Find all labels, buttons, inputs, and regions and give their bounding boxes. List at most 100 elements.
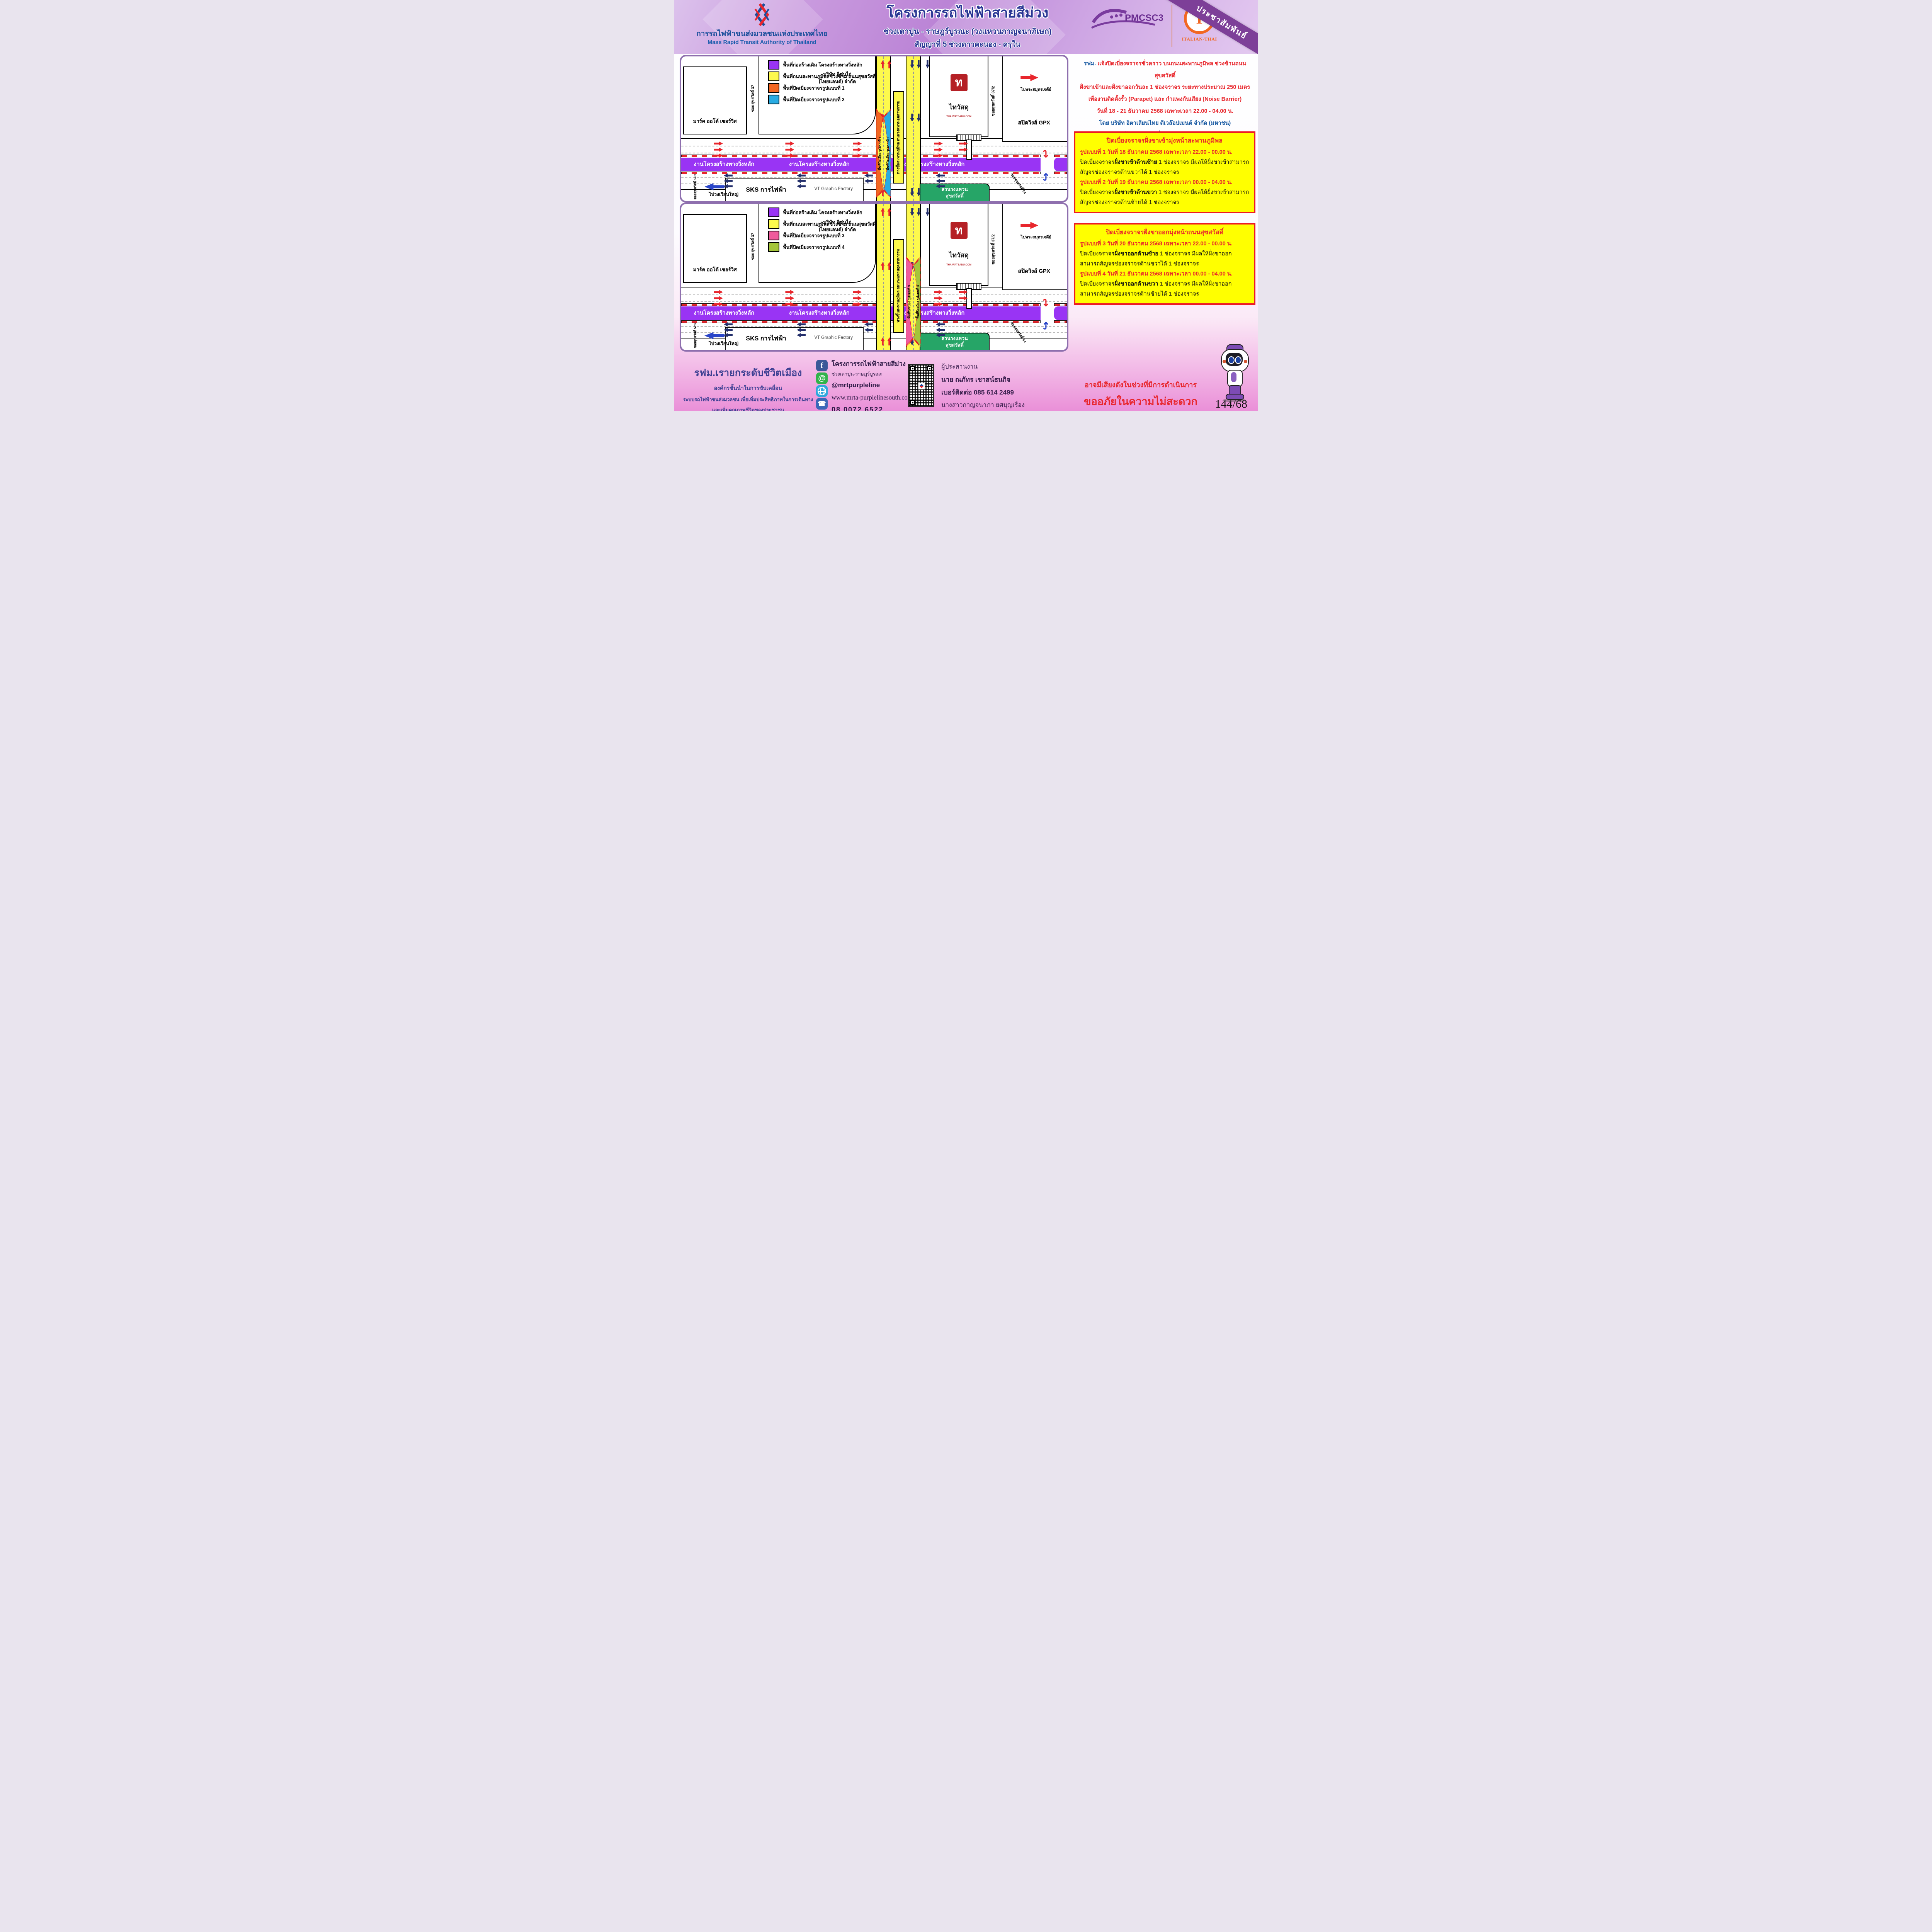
- phone-icon: ☎: [816, 398, 828, 410]
- footer: รฟม.เรายกระดับชีวิตเมือง องค์กรชั้นนำในก…: [674, 344, 1258, 411]
- median-label: งานโครงสร้างทางวิ่งหลัก: [694, 310, 755, 316]
- diversion-shape-3: [906, 257, 913, 347]
- pattern-2-body: ปิดเบี่ยงจราจรฝั่งขาเข้าด้านขวา 1 ช่องจร…: [1080, 189, 1249, 206]
- mrta-logo-icon: [754, 3, 770, 26]
- legend-item: พื้นที่ปิดเบี่ยงจราจรรูปแบบที่ 3: [768, 231, 876, 241]
- red-arrow-icon: [853, 296, 862, 301]
- red-arrow-icon: [853, 302, 862, 306]
- uturn-blue-icon: ↪: [1040, 173, 1052, 182]
- announcement-line-4: วันที่ 18 - 21 ธันวาคม 2568 เฉพาะเวลา 22…: [1097, 108, 1233, 114]
- globe-icon: [816, 385, 828, 397]
- red-arrow-icon: [714, 296, 723, 301]
- poster: การรถไฟฟ้าขนส่งมวลชนแห่งประเทศไทย Mass R…: [674, 0, 1258, 411]
- red-arrow-icon: [959, 290, 968, 294]
- building-gpx: [1002, 56, 1067, 142]
- diversion-zone: พื้นที่ปิดเบี่ยง รูปแบบที่ 1 พื้นที่ปิดเ…: [876, 108, 891, 198]
- pmcsc-swoosh-icon: PMCSC3: [1091, 9, 1163, 29]
- pattern-1-heading: รูปแบบที่ 1 วันที่ 18 ธันวาคม 2568 เฉพาะ…: [1080, 149, 1233, 155]
- diversion-shape-4: [913, 257, 921, 347]
- apology-text: ขออภัยในความไม่สะดวก: [1084, 396, 1197, 407]
- org-block: การรถไฟฟ้าขนส่งมวลชนแห่งประเทศไทย Mass R…: [681, 2, 843, 46]
- building-leechunthai-label: บริษัท ลีซุ่นไถ่(ไทยแลนด์) จำกัด: [819, 219, 856, 232]
- diversion-label-3: พื้นที่ปิดเบี่ยง รูปแบบที่ 3: [907, 285, 912, 319]
- building-mark-auto-label: มาร์ค ออโต้ เซอร์วิส: [693, 266, 737, 272]
- page-title: โครงการรถไฟฟ้าสายสีม่วง: [886, 5, 1049, 20]
- thaiwatsadu-label: ไทวัสดุ: [949, 252, 969, 259]
- red-arrow-icon: [714, 302, 723, 306]
- slogan-block: รฟม.เรายกระดับชีวิตเมือง องค์กรชั้นนำในก…: [682, 365, 814, 411]
- legend-item: พื้นที่ปิดเบี่ยงจราจรรูปแบบที่ 1: [768, 83, 876, 93]
- slogan-main: รฟม.เรายกระดับชีวิตเมือง: [694, 367, 802, 378]
- thaiwatsadu-logo-icon: ท: [950, 222, 968, 239]
- building-sks: [724, 327, 864, 350]
- legend-item: พื้นที่ก่อสร้างเดิม โครงสร้างทางวิ่งหลัก: [768, 60, 876, 70]
- announcement-line-5: โดย บริษัท อิตาเลียนไทย ดีเวล๊อปเมนต์ จำ…: [1099, 120, 1231, 126]
- soi-37-label: ซอยสุขสวัสดิ์ 37: [751, 233, 755, 260]
- red-arrow-icon: [853, 290, 862, 294]
- soi-37-label: ซอยสุขสวัสดิ์ 37: [751, 85, 755, 112]
- vt-graphic-label: VT Graphic Factory: [814, 335, 853, 340]
- legend-item: พื้นที่ปิดเบี่ยงจราจรรูปแบบที่ 2: [768, 95, 876, 105]
- bridge-ramp-label: ทางขึ้นสะพานภูมิพล ถนนวงแหวนอุตสาหกรรม: [896, 100, 901, 174]
- median-label: งานโครงสร้างทางวิ่งหลัก: [694, 161, 755, 168]
- red-arrow-icon: [714, 153, 723, 158]
- traffic-map-plan-1-2: งานโครงสร้างทางวิ่งหลัก งานโครงสร้างทางว…: [680, 55, 1068, 202]
- qr-code: [908, 364, 934, 407]
- bridge-road-inbound: [876, 204, 891, 350]
- red-arrow-icon: [785, 302, 794, 306]
- red-arrow-icon: [959, 147, 968, 152]
- coordinator-1-phone: เบอร์ติดต่อ 085 614 2499: [941, 389, 1014, 396]
- diversion-label-1: พื้นที่ปิดเบี่ยง รูปแบบที่ 1: [878, 136, 882, 170]
- legend: พื้นที่ก่อสร้างเดิม โครงสร้างทางวิ่งหลัก…: [768, 207, 876, 254]
- coordinator-title: ผู้ประสานงาน: [941, 364, 978, 370]
- building-mark-auto-label: มาร์ค ออโต้ เซอร์วิส: [693, 118, 737, 124]
- noise-warning: อาจมีเสียงดังในช่วงที่มีการดำเนินการ: [1084, 381, 1197, 389]
- red-arrow-icon: [934, 302, 943, 306]
- coordinator-1-name: นาย ณภัทร เชาสน์ธนกิจ: [941, 376, 1011, 383]
- construction-median: งานโครงสร้างทางวิ่งหลัก งานโครงสร้างทางว…: [681, 303, 1041, 323]
- line-id: @mrtpurpleline: [832, 381, 880, 389]
- red-arrow-icon: [853, 141, 862, 146]
- italian-thai-label: ITALIAN-THAI: [1182, 36, 1217, 42]
- red-arrow-icon: [785, 290, 794, 294]
- red-arrow-icon: [785, 153, 794, 158]
- thaiwatsadu-url: THAIWATSADU.COM: [946, 263, 971, 266]
- building-sks-label: SKS การไฟฟ้า: [746, 186, 786, 193]
- announcement-text: รฟม. แจ้งปิดเบี่ยงจราจรชั่วคราว บนถนนสะพ…: [1074, 58, 1256, 141]
- median-label: งานโครงสร้างทางวิ่งหลัก: [789, 161, 850, 168]
- building-thaiwatsadu: ท ไทวัสดุ THAIWATSADU.COM: [929, 56, 989, 138]
- construction-median: งานโครงสร้างทางวิ่งหลัก งานโครงสร้างทางว…: [681, 154, 1041, 174]
- park-suksawat-roundabout: สวนวงแหวนสุขสวัสดิ์: [919, 332, 990, 350]
- to-phrasamut-label: ไปพระสมุทรเจดีย์: [1020, 87, 1051, 92]
- legend: พื้นที่ก่อสร้างเดิม โครงสร้างทางวิ่งหลัก…: [768, 60, 876, 106]
- red-arrow-icon: [959, 141, 968, 146]
- notice-box-title: ปิดเบี่ยงจราจรฝั่งขาออกมุ่งหน้าถนนสุขสวั…: [1105, 229, 1224, 236]
- coordinator-block: ผู้ประสานงาน นาย ณภัทร เชาสน์ธนกิจ เบอร์…: [941, 362, 1069, 411]
- building-mark-auto: [683, 214, 747, 283]
- red-arrow-icon: [959, 296, 968, 301]
- vt-graphic-label: VT Graphic Factory: [814, 186, 853, 191]
- line-icon: @: [816, 372, 828, 384]
- soi-37-2-label: ซอยสุขสวัสดิ์ 37/2: [991, 86, 996, 117]
- legend-swatch-pattern1: [768, 83, 779, 93]
- red-arrow-icon: [714, 141, 723, 146]
- red-arrow-icon: [934, 296, 943, 301]
- title-block: โครงการรถไฟฟ้าสายสีม่วง ช่วงเตาปูน - ราษ…: [848, 2, 1087, 50]
- facebook-page-sub: ช่วงเตาปูน-ราษฎร์บูรณะ: [832, 371, 883, 377]
- to-wongwianyai-label: ไปวงเวียนใหญ่: [709, 340, 738, 346]
- building-leechunthai-label: บริษัท ลีซุ่นไถ่(ไทยแลนด์) จำกัด: [819, 71, 856, 85]
- mascot-head: [1221, 349, 1249, 372]
- legend-item: พื้นที่ถนนสะพานภูมิพลช่วงข้าม ถนนสุขสวัส…: [768, 219, 876, 229]
- pattern-3-heading: รูปแบบที่ 3 วันที่ 20 ธันวาคม 2568 เฉพาะ…: [1080, 241, 1233, 247]
- slogan-line-4: และเพิ่มคุณภาพชีวิตของประชาชน: [712, 407, 784, 411]
- building-gpx-label: สปิดวิงส์ GPX: [1018, 267, 1050, 274]
- contact-links: โครงการรถไฟฟ้าสายสีม่วง ช่วงเตาปูน-ราษฎร…: [832, 359, 947, 411]
- red-arrow-icon: [934, 141, 943, 146]
- uturn-blue-icon: ↪: [1040, 321, 1052, 330]
- diversion-shape-1: [876, 108, 884, 198]
- red-arrow-icon: [714, 147, 723, 152]
- red-arrow-icon: [853, 147, 862, 152]
- to-wongwianyai-label: ไปวงเวียนใหญ่: [709, 191, 738, 197]
- soi-52-2-label: ซอยสุขสวัสดิ์ 52/2: [693, 173, 697, 199]
- thaiwatsadu-logo-icon: ท: [950, 74, 968, 91]
